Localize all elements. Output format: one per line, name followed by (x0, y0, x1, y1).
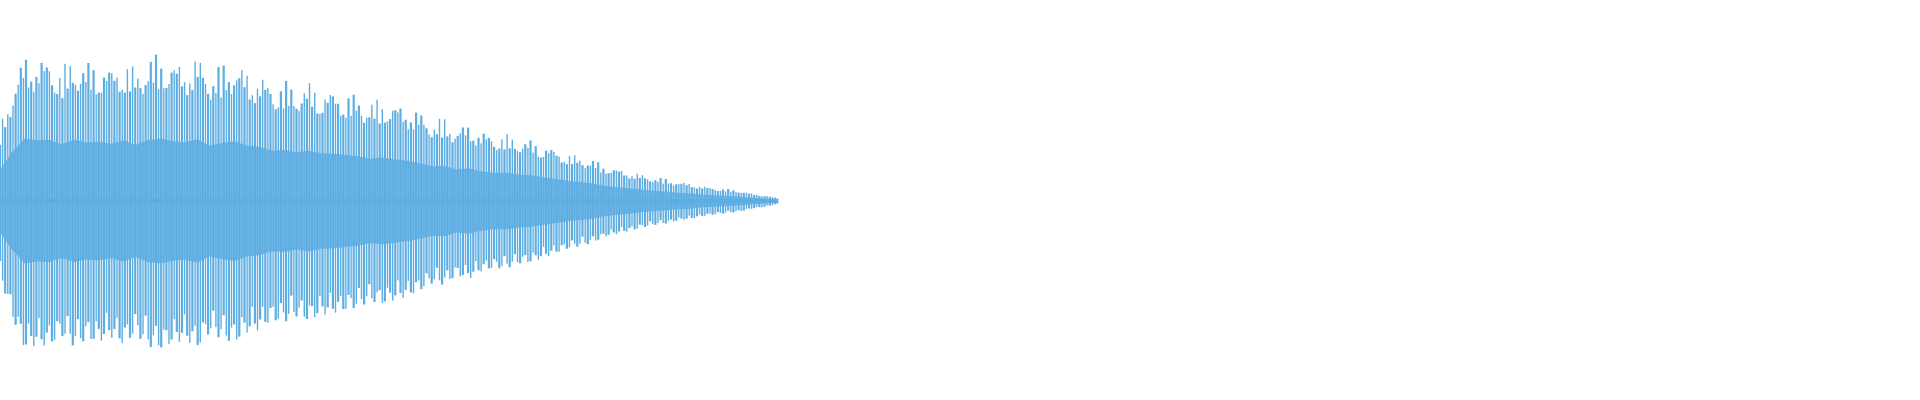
waveform-body (0, 138, 778, 264)
